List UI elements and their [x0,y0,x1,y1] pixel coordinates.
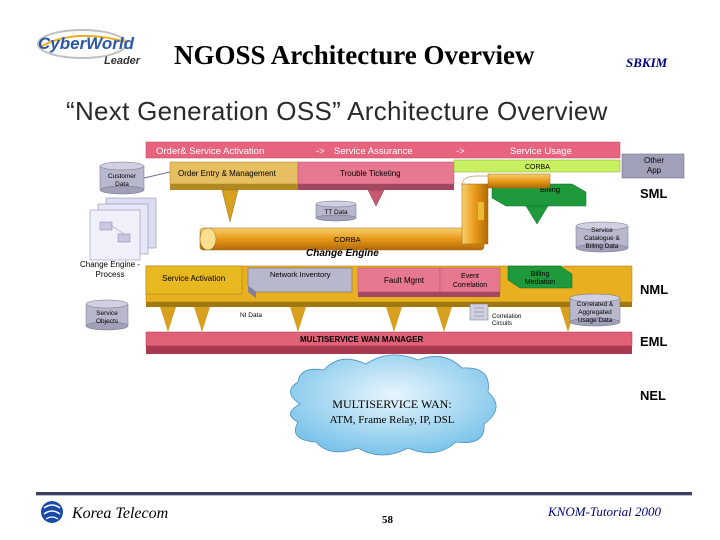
event-label: KNOM-Tutorial 2000 [548,504,662,519]
layer-eml: EML [640,334,668,349]
diagram-title: “Next Generation OSS” Architecture Overv… [66,96,608,126]
billing-label: Billing [540,185,560,194]
change-process-label-1: Change Engine - [80,260,140,269]
layer-nml: NML [640,282,668,297]
billing-box: Billing [491,183,587,225]
slide-title: NGOSS Architecture Overview [174,40,535,70]
customer-data-db: Customer Data [99,161,171,195]
author-label: SBKIM [626,55,668,70]
other-app-label-2: App [647,166,662,175]
service-catalogue-label-3: Billing Data [586,243,619,250]
cloud-icon: MULTISERVICE WAN: ATM, Frame Relay, IP, … [290,354,497,456]
wan-manager-label: MULTISERVICE WAN MANAGER [300,335,423,344]
service-catalogue-db: Service Catalogue & Billing Data [575,221,629,253]
customer-data-label-2: Data [115,181,129,188]
logo-sub-text: Leader [104,55,141,67]
correlation-circuits-label-2: Circuits [492,321,512,327]
corba-top-label: CORBA [525,164,550,171]
correlation-circuits-label-1: Correlation [492,314,521,320]
change-process-label-2: Process [96,270,125,279]
tt-data-db: TT Data [315,200,357,222]
footer-divider [36,492,692,495]
ni-data-label: NI Data [240,312,262,319]
layer-nel: NEL [640,388,666,403]
network-inventory-label: Network Inventory [270,270,331,279]
service-objects-label-2: Objects [96,318,119,325]
banner-arrow-2: -> [456,146,465,157]
usage-data-db: Correlated & Aggregated Usage Data [569,293,621,327]
tt-data-label: TT Data [324,209,348,216]
customer-data-label-1: Customer [108,173,137,180]
logo-brand-text: CyberWorld [38,34,135,53]
correlation-circuits-icon: Correlation Circuits [469,303,521,327]
footer-divider-light [36,495,692,496]
service-activation-label: Service Activation [162,274,225,283]
fault-mgmt-label: Fault Mgmt [384,276,425,285]
change-engine-pipe: CORBA Change Engine [199,173,551,259]
sml-app-row: Order Entry & Management Trouble Ticketi… [169,159,621,223]
corba-pipe-label: CORBA [334,235,361,244]
order-entry-label: Order Entry & Management [178,169,277,178]
page-number: 58 [382,514,393,526]
other-app-label-1: Other [644,156,664,165]
event-correlation-label-2: Correlation [453,282,487,289]
banner-arrow-1: -> [316,146,325,157]
banner-stage-usage: Service Usage [510,146,572,157]
document-stack-icon [89,197,157,261]
other-app-box: Other App [621,153,685,179]
usage-data-label-3: Usage Data [578,317,613,324]
process-banner: Order& Service Activation -> Service Ass… [145,141,621,159]
service-objects-db: Service Objects [85,299,129,331]
company-logo: CyberWorld Leader [36,24,140,74]
cloud-label-1: MULTISERVICE WAN: [332,397,451,411]
banner-stage-assurance: Service Assurance [334,146,413,157]
layer-sml: SML [640,186,668,201]
billing-mediation-label-2: Mediation [525,279,555,286]
cloud-label-2: ATM, Frame Relay, IP, DSL [330,414,455,426]
eml-bar: MULTISERVICE WAN MANAGER [145,331,633,354]
change-engine-label: Change Engine [306,248,379,259]
company-logo-icon [37,29,127,59]
service-catalogue-label-2: Catalogue & [584,235,620,242]
banner-stage-activation: Order& Service Activation [156,146,264,157]
nml-bar: Service Activation Network Inventory Fau… [145,265,633,332]
billing-mediation-label-1: Billing [531,271,550,278]
usage-data-label-1: Correlated & [577,301,614,308]
usage-data-label-2: Aggregated [578,309,612,316]
trouble-ticketing-label: Trouble Ticketing [340,169,401,178]
service-catalogue-label-1: Service [591,227,613,234]
event-correlation-label-1: Event [461,273,479,280]
service-objects-label-1: Service [96,310,118,317]
company-name: Korea Telecom [72,505,169,522]
korea-telecom-logo-icon [41,501,63,523]
